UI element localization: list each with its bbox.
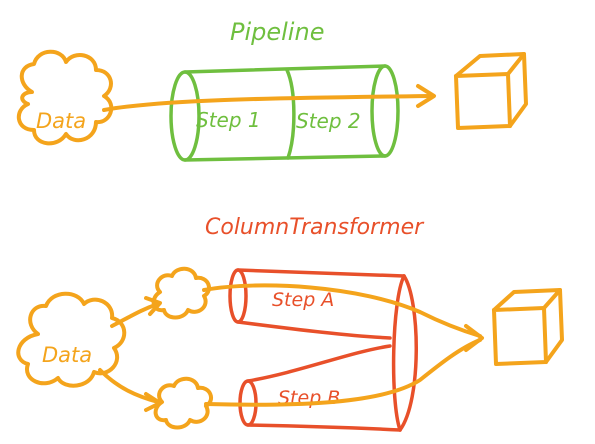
pipeline-cylinder: Step 1 Step 2	[169, 64, 400, 162]
box-icon	[454, 52, 528, 130]
pipeline-data-label: Data	[36, 109, 86, 133]
pipeline-step-1: Step 1	[196, 108, 261, 132]
columntransformer-flow-arrows	[202, 283, 484, 407]
pipeline-data-cloud: Data	[17, 49, 114, 146]
small-cloud-lower	[153, 376, 214, 430]
columntransformer-title: ColumnTransformer	[205, 215, 425, 240]
box-icon	[492, 288, 564, 366]
columntransformer-data-label: Data	[42, 343, 92, 367]
small-cloud-upper	[151, 266, 212, 320]
pipeline-flow-arrow	[102, 84, 436, 112]
pipeline-title: Pipeline	[230, 18, 324, 46]
columntransformer-step-a: Step A	[272, 289, 334, 311]
columntransformer-body: Step A Step B	[228, 268, 418, 432]
columntransformer-data-cloud: Data	[16, 291, 127, 388]
pipeline-step-2: Step 2	[296, 109, 361, 133]
split-arrow-upper	[110, 296, 162, 328]
split-arrow-lower	[98, 368, 162, 412]
